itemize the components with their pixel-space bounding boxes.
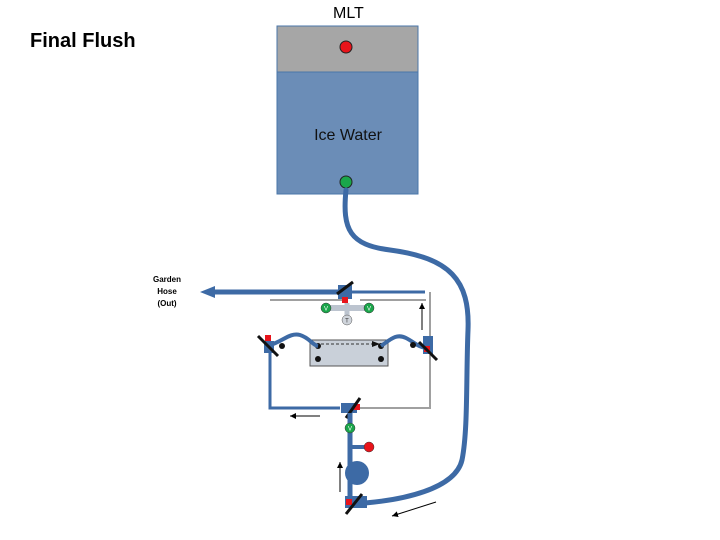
mlt-vessel: Ice Water — [276, 25, 419, 195]
thermometer-icon — [341, 314, 353, 326]
pump-valve-v-label: V — [348, 427, 352, 433]
flow-arrows — [290, 303, 437, 518]
right-tee-valve — [417, 336, 439, 362]
plate-chiller — [309, 339, 389, 367]
side-port-valve-closed-icon[interactable] — [363, 441, 375, 453]
right-valve-handle-icon[interactable] — [417, 340, 439, 362]
vessel-label: MLT — [333, 5, 364, 22]
garden-hose-arrow — [200, 286, 215, 298]
garden-hose-label-line: Hose — [157, 287, 177, 296]
pump-icon[interactable] — [345, 461, 369, 485]
chiller-flow-arrow — [372, 341, 380, 347]
left-valve-handle-icon[interactable] — [256, 334, 280, 358]
chiller-in-hose — [269, 332, 319, 348]
garden-hose-label-line: Garden — [152, 275, 181, 284]
chiller-out-hose — [379, 334, 427, 350]
hose-clamp-icon — [410, 342, 416, 348]
bottom-valve-closed-icon[interactable] — [354, 404, 360, 410]
right-tee-fitting — [423, 336, 433, 354]
left-tee-valve — [256, 334, 280, 358]
page-title: Final Flush — [30, 30, 136, 52]
left-valve-closed-icon[interactable] — [265, 335, 271, 341]
thermometer-label: T — [345, 319, 349, 325]
chiller-port-icon — [315, 356, 321, 362]
chiller-port-icon — [378, 356, 384, 362]
supply-hose — [342, 187, 471, 506]
flow-arrow-return — [391, 501, 437, 518]
vessel-contents-label: Ice Water — [314, 127, 383, 144]
garden-hose-label: Garden Hose (Out) — [150, 274, 184, 310]
pump-valve-v-icon[interactable] — [344, 422, 356, 434]
pump-inlet-valve-closed-icon[interactable] — [346, 499, 352, 505]
top-tee-fitting — [338, 285, 352, 299]
bottom-tee-fitting — [341, 403, 357, 413]
valve-v-left-icon[interactable] — [320, 302, 332, 314]
valve-v-right-icon[interactable] — [363, 302, 375, 314]
left-loop-line — [268, 350, 340, 410]
top-valve-closed-icon[interactable] — [339, 40, 353, 54]
bottom-valve-open-icon[interactable] — [339, 175, 353, 189]
valve-v-right-label: V — [367, 307, 371, 313]
top-valve-cluster: V V T — [320, 280, 375, 326]
hose-clamp-icon — [279, 343, 285, 349]
garden-hose-label-line: (Out) — [157, 299, 177, 308]
top-tee-valve-closed-icon[interactable] — [342, 297, 348, 303]
top-valve-handle-icon[interactable] — [336, 280, 354, 296]
valve-v-left-label: V — [324, 307, 328, 313]
pump-inlet-handle-icon[interactable] — [344, 493, 364, 515]
vessel-water — [276, 71, 419, 195]
